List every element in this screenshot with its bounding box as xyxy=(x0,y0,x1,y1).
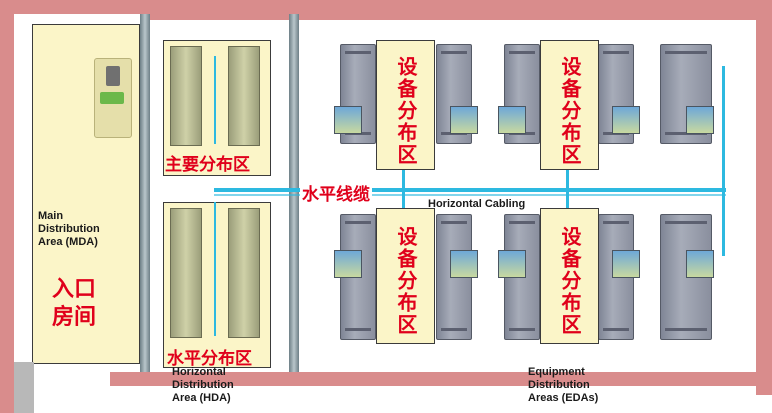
server-blade xyxy=(450,106,478,134)
eda-zone-label: 设备分布区 xyxy=(558,226,582,336)
cabling-label-en: Horizontal Cabling xyxy=(428,198,526,210)
cable-drop-eda1 xyxy=(402,120,405,256)
network-device-icon xyxy=(100,92,124,104)
eda-label-en: Equipment Distribution Areas (EDAs) xyxy=(528,366,599,404)
cable-drop-right xyxy=(722,66,725,256)
inner-wall-top xyxy=(140,14,756,20)
server-blade xyxy=(612,106,640,134)
eda-zone-label: 设备分布区 xyxy=(558,56,582,166)
eda-zone-label: 设备分布区 xyxy=(394,56,418,166)
hda-label-bottom-cn: 水平分布区 xyxy=(167,349,252,369)
server-blade xyxy=(498,250,526,278)
hda-rack xyxy=(170,208,202,338)
mda-label-en: Main Distribution Area (MDA) xyxy=(38,210,100,248)
horizontal-cable-main-lower xyxy=(214,194,726,196)
server-blade xyxy=(334,106,362,134)
mda-label-cn: 入口 房间 xyxy=(52,277,97,330)
eda-zone xyxy=(376,40,435,170)
partition-right xyxy=(289,14,299,372)
outer-wall-bottom xyxy=(110,372,772,386)
server-blade xyxy=(686,250,714,278)
mda-wall-strip xyxy=(14,362,34,413)
outer-wall-left xyxy=(0,0,14,413)
hda-cable-top xyxy=(214,56,216,144)
eda-zone xyxy=(540,208,599,344)
eda-zone xyxy=(540,40,599,170)
hda-label-en: Horizontal Distribution Area (HDA) xyxy=(172,366,234,404)
horizontal-cable-main xyxy=(214,188,726,192)
partition-left xyxy=(140,14,150,372)
hda-label-top-cn: 主要分布区 xyxy=(165,155,250,175)
hda-cable-bottom xyxy=(214,202,216,336)
outer-wall-right xyxy=(756,0,772,395)
router-icon xyxy=(106,66,120,86)
hda-rack xyxy=(228,46,260,146)
cabling-label-cn: 水平线缆 xyxy=(300,180,372,205)
server-blade xyxy=(612,250,640,278)
outer-wall-top xyxy=(0,0,772,14)
eda-zone-label: 设备分布区 xyxy=(394,226,418,336)
hda-rack xyxy=(228,208,260,338)
eda-zone xyxy=(376,208,435,344)
server-blade xyxy=(498,106,526,134)
server-blade xyxy=(450,250,478,278)
hda-rack xyxy=(170,46,202,146)
server-blade xyxy=(686,106,714,134)
cable-drop-eda2 xyxy=(566,120,569,256)
server-blade xyxy=(334,250,362,278)
